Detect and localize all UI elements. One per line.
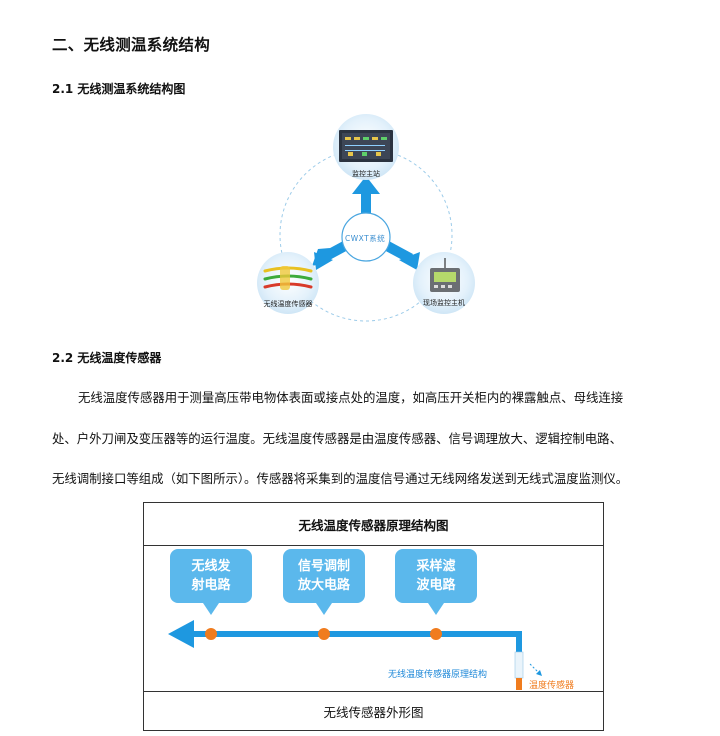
bubble-signal-modulation: 信号调制放大电路 — [283, 549, 365, 615]
bubble-3-line-1: 采样滤 — [416, 559, 456, 574]
bubble-1-line-2: 射电路 — [191, 578, 231, 593]
principle-structure-figure: 无线温度传感器原理结构图 无线发射电路 信号调制放大电路 采样滤波电路 — [143, 502, 604, 731]
label-monitor-station: 监控主站 — [352, 170, 380, 178]
arrow-left — [312, 240, 350, 270]
field-host-icon — [430, 258, 460, 292]
bubble-2-line-1: 信号调制 — [297, 559, 350, 574]
bubble-3-line-2: 波电路 — [416, 578, 456, 593]
arrow-up — [352, 176, 380, 218]
caption-principle-structure: 无线温度传感器原理结构 — [388, 670, 488, 680]
signal-path-svg — [168, 620, 542, 690]
label-cwxt-system: CWXT系统 — [345, 234, 386, 243]
caption-temperature-sensor: 温度传感器 — [529, 681, 575, 691]
paragraph-line-2: 处、户外刀闸及变压器等的运行温度。无线温度传感器是由温度传感器、信号调理放大、逻… — [52, 431, 622, 446]
label-wireless-sensor: 无线温度传感器 — [263, 300, 313, 308]
signal-line — [186, 631, 521, 637]
label-field-host: 现场监控主机 — [423, 299, 465, 307]
figure-body: 无线发射电路 信号调制放大电路 采样滤波电路 无线温度传感器原理结构 温度传感器 — [144, 546, 603, 692]
section-2-2-title: 2.2 无线温度传感器 — [52, 351, 162, 365]
bubble-sampling-filter: 采样滤波电路 — [395, 549, 477, 615]
section-2-1-title: 2.1 无线测温系统结构图 — [52, 82, 186, 96]
paragraph-line-3: 无线调制接口等组成（如下图所示）。传感器将采集到的温度信号通过无线网络发送到无线… — [52, 471, 629, 486]
figure-footer: 无线传感器外形图 — [323, 704, 424, 720]
node-dot-2 — [318, 628, 330, 640]
figure-title: 无线温度传感器原理结构图 — [144, 503, 603, 546]
node-dot-3 — [430, 628, 442, 640]
arrow-head-left — [168, 620, 194, 648]
page-heading: 二、无线测温系统结构 — [52, 36, 211, 54]
monitor-screen-icon — [339, 130, 393, 162]
bubble-2-line-2: 放大电路 — [297, 578, 350, 593]
probe-body — [514, 651, 524, 679]
paragraph-line-1: 无线温度传感器用于测量高压带电物体表面或接点处的温度，如高压开关柜内的裸露触点、… — [78, 390, 624, 405]
bubble-1-line-1: 无线发 — [191, 559, 231, 574]
node-dot-1 — [205, 628, 217, 640]
sensor-cables-icon — [263, 266, 313, 290]
bubble-wireless-transmit: 无线发射电路 — [170, 549, 252, 615]
probe-tip — [516, 678, 522, 690]
arrow-right — [382, 240, 420, 270]
